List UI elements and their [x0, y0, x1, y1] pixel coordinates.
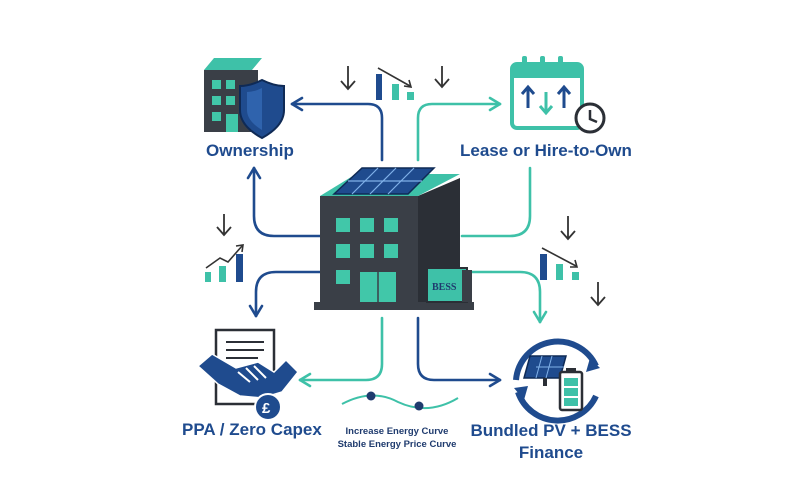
arrow-to-ownership-top: [290, 102, 384, 162]
arrow-to-lease-right: [460, 166, 532, 238]
arrow-to-lease-top: [416, 102, 502, 162]
arrow-to-bundled-bottom: [416, 316, 502, 382]
handshake-contract-icon: £: [196, 328, 300, 421]
curve-caption-line1: Increase Energy Curve: [345, 426, 449, 437]
calendar-clock-icon: [510, 56, 606, 134]
ownership-label: Ownership: [206, 141, 294, 160]
trend-down-right-icon: [540, 216, 606, 307]
connectors: [246, 96, 548, 388]
trend-up-left-icon: [205, 214, 244, 282]
building-shield-icon: [204, 58, 285, 140]
bundled-label: Bundled PV + BESS Finance: [468, 420, 634, 464]
ppa-label: PPA / Zero Capex: [182, 420, 322, 439]
curve-caption-line2: Stable Energy Price Curve: [337, 439, 457, 450]
energy-price-curve: [341, 391, 459, 411]
arrow-to-ppa-left: [254, 270, 322, 318]
bess-label: BESS: [432, 282, 457, 293]
curve-caption: Increase Energy Curve Stable Energy Pric…: [332, 425, 462, 451]
arrow-to-ppa-bottom: [298, 316, 384, 382]
solar-battery-cycle-icon: [513, 338, 600, 424]
arrow-to-ownership-left: [252, 166, 322, 238]
trend-down-top-icon: [340, 66, 450, 100]
bundled-label-line2: Finance: [518, 443, 584, 462]
pound-symbol: £: [262, 400, 271, 417]
central-building-icon: BESS: [314, 167, 474, 310]
lease-label: Lease or Hire-to-Own: [460, 141, 632, 160]
bundled-label-line1: Bundled PV + BESS: [470, 421, 632, 440]
arrow-to-bundled-right: [468, 270, 542, 324]
